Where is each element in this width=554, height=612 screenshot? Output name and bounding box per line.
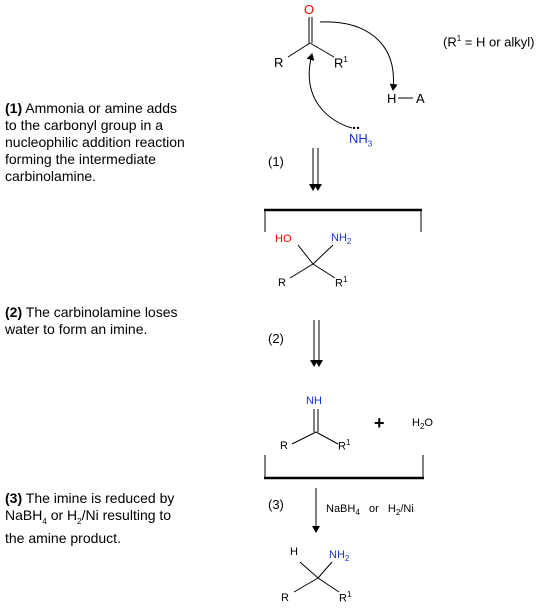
bond-C-NH2: [312, 244, 334, 265]
bond-carbonyl-R1: [309, 42, 335, 58]
carbinolamine-R1: R1: [335, 275, 348, 290]
atom-O: O: [304, 2, 315, 17]
step1-text: (1) Ammonia or amine adds to the carbony…: [5, 100, 185, 185]
arrow-label-1: (1): [268, 154, 284, 169]
atom-NH2-carbinolamine: NH2: [331, 232, 352, 247]
step1-line2: to the carbonyl group in a: [5, 117, 163, 133]
step2-number: (2): [5, 304, 23, 320]
lone-pair-dot-1: [352, 126, 356, 130]
step3-number: (3): [5, 490, 23, 506]
bond-C-H: [299, 561, 319, 579]
curved-arrow-to-HA: [319, 21, 398, 91]
arrow-label-3: (3): [268, 497, 284, 512]
atom-A: A: [416, 91, 425, 106]
bond-C-R1: [312, 263, 336, 279]
step1-line1: Ammonia or amine adds: [22, 100, 177, 116]
reducing-agents: NaBH4 or H2/Ni: [326, 503, 414, 518]
product-atom-NH2: NH2: [329, 549, 350, 564]
water-H2O: H2O: [412, 417, 433, 432]
ammonia-NH3: NH3: [349, 131, 373, 149]
bond-imine-R1: [315, 431, 339, 445]
step3-line2: NaBH4 or H2/Ni resulting to: [5, 507, 172, 526]
atom-R1: R1: [334, 55, 348, 71]
step2-line2: water to form an imine.: [5, 321, 148, 337]
lone-pair-dot-2: [356, 126, 360, 130]
step1-line5: carbinolamine.: [5, 168, 97, 184]
step3-text: (3) The imine is reduced by NaBH4 or H2/…: [5, 490, 174, 547]
bond-carbonyl-R: [287, 42, 311, 58]
step2-text: (2) The carbinolamine loses water to for…: [5, 304, 178, 338]
product-R1: R1: [339, 590, 352, 605]
carbinolamine-R: R: [278, 277, 286, 289]
bond-imine-R: [291, 431, 317, 445]
product-R: R: [281, 592, 289, 604]
atom-R: R: [274, 55, 284, 70]
bond-product-R: [293, 577, 319, 593]
step3-line3: the amine product.: [5, 529, 121, 546]
step2-line1: The carbinolamine loses: [22, 304, 178, 320]
product-atom-H: H: [290, 546, 298, 558]
plus-sign: +: [374, 413, 385, 433]
bond-C-NH2-product: [317, 561, 333, 579]
bond-C-R: [289, 263, 314, 279]
bond-C-OH: [297, 244, 314, 265]
atom-H-of-HA: H: [387, 91, 397, 106]
curved-arrow-nucleophilic-attack: [306, 53, 353, 129]
imine-R: R: [280, 440, 288, 452]
atom-imine-NH: NH: [306, 395, 322, 407]
imine-R1: R1: [338, 438, 351, 453]
arrow-label-2: (2): [268, 331, 284, 346]
step1-number: (1): [5, 100, 23, 116]
atom-HO: HO: [275, 233, 292, 245]
bond-product-R1: [317, 577, 340, 593]
step1-line4: forming the intermediate: [5, 151, 156, 167]
r1-definition-note: (R1 = H or alkyl): [443, 34, 535, 50]
step3-line1: The imine is reduced by: [22, 490, 175, 506]
step1-line3: nucleophilic addition reaction: [5, 134, 185, 150]
